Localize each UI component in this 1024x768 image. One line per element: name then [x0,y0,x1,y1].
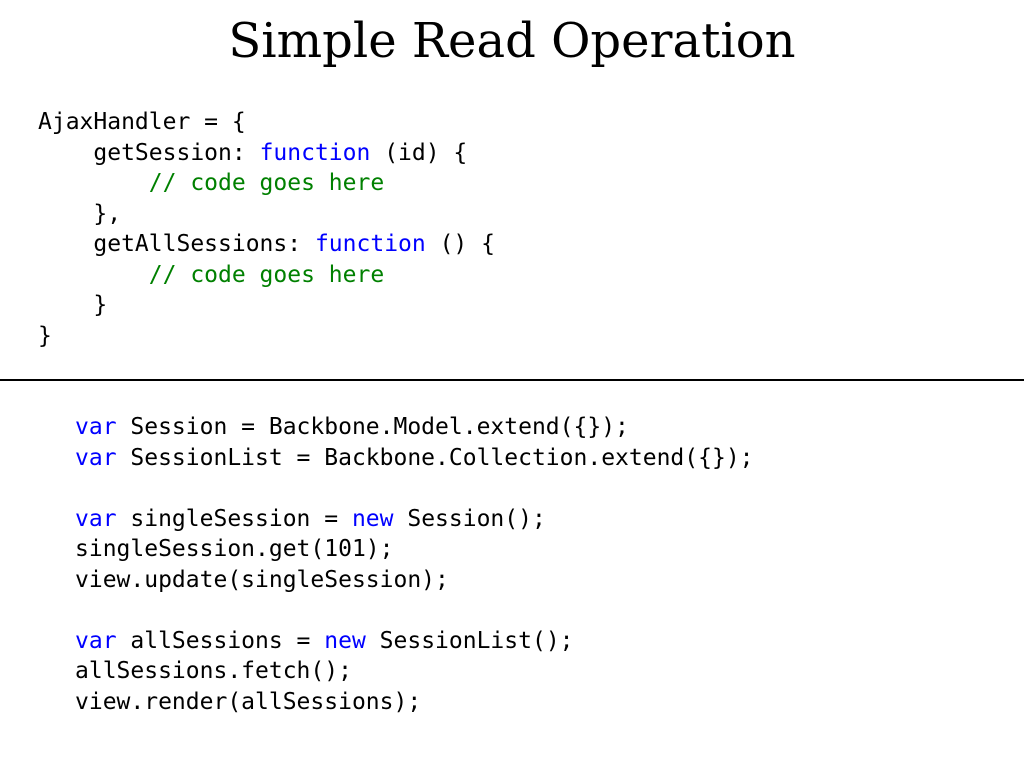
code-line: // code goes here [38,168,495,199]
code-line: view.update(singleSession); [75,565,754,596]
code-line: singleSession.get(101); [75,534,754,565]
code-text: getSession: [38,139,260,166]
code-text: } [38,322,52,349]
code-text: Session = Backbone.Model.extend({}); [116,414,629,440]
code-text: getAllSessions: [38,231,315,257]
code-line: getAllSessions: function () { [38,229,495,260]
code-text: } [38,292,108,318]
slide-title: Simple Read Operation [228,13,796,69]
code-comment: // code goes here [148,170,385,196]
code-text: singleSession.get(101); [75,536,394,562]
code-comment: // code goes here [148,261,385,288]
code-line [75,595,754,626]
code-line: }, [38,199,495,230]
code-text: AjaxHandler = { [38,109,246,135]
ajax-handler-code-block: AjaxHandler = { getSession: function (id… [38,107,495,351]
code-text: Session(); [393,505,546,532]
backbone-code-block: var Session = Backbone.Model.extend({});… [75,412,754,717]
code-text: singleSession = [116,505,352,532]
code-keyword: var [75,414,117,440]
code-text: () { [425,231,495,257]
code-line: getSession: function (id) { [38,138,495,169]
code-keyword: var [75,444,117,471]
code-keyword: function [259,139,371,166]
code-keyword: new [324,627,366,654]
code-line: } [38,290,495,321]
code-text: view.render(allSessions); [75,688,422,715]
code-text: SessionList = Backbone.Collection.extend… [116,444,754,471]
code-text: }, [38,200,122,227]
code-text: (id) { [370,139,468,166]
code-line: var allSessions = new SessionList(); [75,626,754,657]
code-line: allSessions.fetch(); [75,656,754,687]
code-keyword: var [75,505,117,532]
section-divider [0,379,1024,381]
code-line [75,473,754,504]
code-text: allSessions = [116,627,325,654]
code-keyword: function [314,231,426,257]
code-keyword: var [75,627,117,654]
code-line: var SessionList = Backbone.Collection.ex… [75,443,754,474]
code-text [38,262,149,288]
code-line: AjaxHandler = { [38,107,495,138]
code-line: } [38,321,495,352]
code-keyword: new [351,505,394,532]
code-text [38,170,149,196]
code-text: view.update(singleSession); [75,566,449,593]
code-text: allSessions.fetch(); [75,658,352,684]
code-line: var singleSession = new Session(); [75,504,754,535]
code-line: // code goes here [38,260,495,291]
code-line: view.render(allSessions); [75,687,754,718]
code-text: SessionList(); [365,627,574,654]
code-line: var Session = Backbone.Model.extend({}); [75,412,754,443]
